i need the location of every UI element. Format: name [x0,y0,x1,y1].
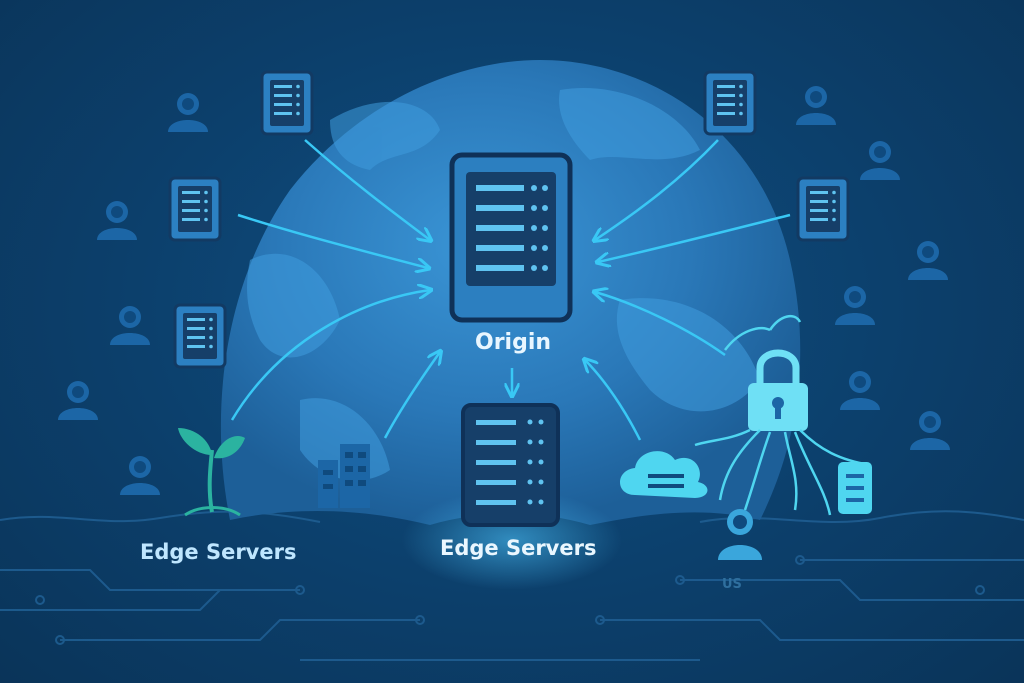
user-icon [97,201,137,240]
server-icon [703,70,757,136]
user-icon [120,456,160,495]
user-icon [796,86,836,125]
lock-icon [694,314,871,516]
building-icon [318,444,370,508]
plant-icon [178,428,245,517]
glow [402,490,622,590]
user-icon [860,141,900,180]
server-icon [173,303,227,369]
arrows [230,139,791,441]
user-icon [168,93,208,132]
user-icon [908,241,948,280]
edge-servers-label-center: Edge Servers [440,536,597,560]
user-icon [835,286,875,325]
edge-server-icon [461,403,560,527]
origin-server-icon [449,152,573,323]
edge-servers-label-left: Edge Servers [140,540,297,564]
user-icon [58,381,98,420]
database-icon [838,462,872,514]
user-icon [718,509,762,560]
origin-label: Origin [475,330,552,355]
server-icon [796,176,850,242]
user-icon [910,411,950,450]
user-icon [840,371,880,410]
server-icon [168,176,222,242]
server-icon [260,70,314,136]
cloud-icon [620,451,708,498]
user-icon [110,306,150,345]
watermark: US [722,577,742,592]
